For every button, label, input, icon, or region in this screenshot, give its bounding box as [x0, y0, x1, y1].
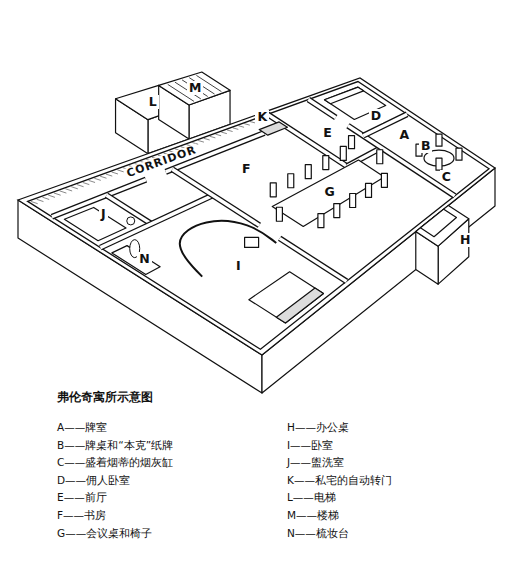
corridor-hatch	[31, 201, 38, 203]
corridor-hatch	[244, 124, 249, 126]
corridor-hatch	[215, 134, 221, 136]
room-letter: C	[440, 170, 453, 184]
corridor-hatch	[233, 128, 239, 130]
bed-headboard	[276, 288, 323, 323]
chair	[340, 146, 346, 160]
bed	[249, 272, 324, 323]
legend-entry: I——卧室	[287, 439, 333, 453]
chair	[323, 156, 329, 170]
chair	[334, 204, 340, 218]
bathtub	[64, 207, 126, 240]
interior-wall-core	[100, 195, 212, 247]
washbasin	[127, 217, 135, 225]
room-letter: H	[458, 233, 472, 247]
legend-entry: F——书房	[57, 509, 106, 523]
bed-pillow	[324, 87, 363, 104]
chair	[288, 174, 294, 188]
legend-entry: B——牌桌和“本克”纸牌	[57, 439, 173, 453]
legend-entry: C——盛着烟蒂的烟灰缸	[57, 456, 173, 470]
corridor-hatch	[94, 178, 100, 180]
card-chair	[456, 148, 462, 160]
legend-entry: A——牌室	[57, 421, 107, 435]
legend-entry: J——盥洗室	[287, 456, 344, 470]
corridor-hatch	[89, 180, 95, 182]
room-letter: E	[321, 126, 334, 140]
shaft-top	[159, 72, 230, 105]
corridor-hatch	[221, 132, 227, 134]
interior-wall-core	[172, 169, 259, 225]
corridor-hatch	[42, 197, 49, 199]
corridor-hatch	[227, 130, 233, 132]
foyer-chair	[349, 136, 355, 149]
room-letter: I	[234, 259, 243, 273]
corridor-hatch	[106, 174, 112, 176]
stair-step	[182, 80, 208, 97]
legend-entry: K——私宅的自动转门	[287, 474, 392, 488]
oval-partition	[180, 221, 276, 277]
chair	[366, 183, 372, 197]
room-letter: D	[369, 109, 383, 123]
room-letter: K	[255, 110, 269, 124]
office-desk	[420, 209, 456, 237]
legend-entry: E——前厅	[57, 491, 107, 505]
corridor-hatch	[48, 195, 55, 197]
room-letter: M	[187, 81, 203, 95]
interior-wall	[172, 169, 259, 225]
room-letter: J	[99, 207, 108, 221]
corridor-hatch	[60, 191, 67, 193]
legend-entry: H——办公桌	[287, 421, 349, 435]
corridor-hatch	[65, 189, 72, 191]
room-letter: B	[419, 139, 433, 153]
legend-entry: L——电梯	[287, 491, 336, 505]
chair	[270, 183, 276, 197]
corridor-hatch	[54, 193, 61, 195]
corridor-hatch	[239, 126, 245, 128]
corridor-hatch	[112, 172, 118, 174]
room-letter: N	[137, 252, 151, 266]
card-chair	[436, 134, 442, 146]
corridor-hatch	[204, 138, 210, 140]
corridor-hatch	[37, 199, 44, 201]
corridor-hatch	[100, 176, 106, 178]
chair	[381, 173, 387, 187]
legend-entry: N——梳妆台	[287, 527, 349, 541]
room-letter: L	[147, 95, 159, 109]
room-letter: A	[398, 128, 412, 142]
corridor-hatch	[71, 187, 78, 189]
interior-wall	[100, 195, 212, 247]
chair	[350, 193, 356, 207]
chair	[377, 150, 383, 164]
card-chair	[436, 158, 442, 170]
corridor-hatch	[210, 136, 216, 138]
outer-wall-top	[18, 78, 495, 355]
corridor-hatch	[83, 182, 90, 184]
armchair	[245, 237, 259, 247]
chair	[276, 207, 282, 221]
chair	[305, 165, 311, 179]
corridor-hatch	[77, 185, 84, 187]
legend-entry: G——会议桌和椅子	[57, 527, 152, 541]
corridor-hatch	[198, 140, 204, 142]
room-letter: G	[323, 185, 337, 199]
diagram-title: 弗伦奇寓所示意图	[57, 390, 153, 405]
legend-entry: D——佣人卧室	[57, 474, 130, 488]
legend-entry: M——楼梯	[287, 509, 339, 523]
room-letter: F	[240, 162, 253, 176]
chair	[318, 214, 324, 228]
